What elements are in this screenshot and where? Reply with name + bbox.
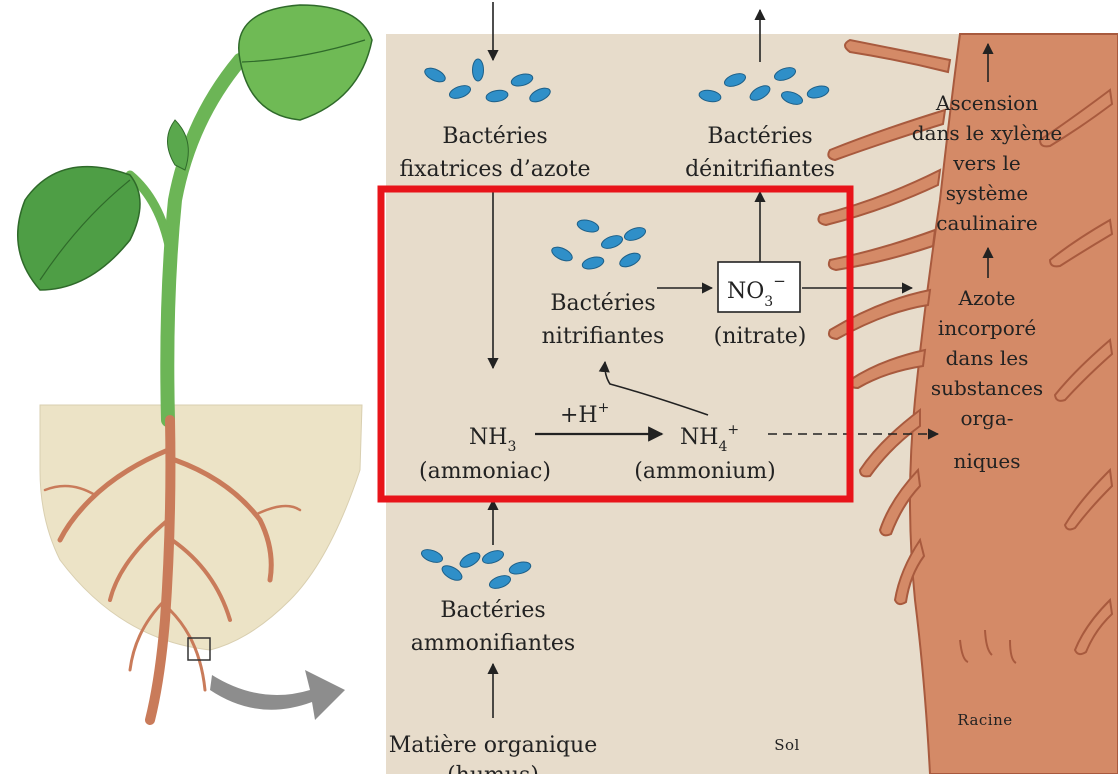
nitrifying-label-line1: Bactéries xyxy=(550,291,655,316)
plant-stem xyxy=(167,60,240,420)
zoom-arrow xyxy=(210,670,345,720)
denitrifying-label-line2: dénitrifiantes xyxy=(685,157,835,182)
ascension-line3: vers le xyxy=(952,151,1021,175)
organic-label-line1: Matière organique xyxy=(389,733,598,758)
incorp-line6: niques xyxy=(953,449,1020,473)
ascension-line2: dans le xylème xyxy=(912,121,1062,145)
ascension-line1: Ascension xyxy=(935,91,1038,115)
organic-label-line2: (humus) xyxy=(447,763,539,774)
denitrifying-label-line1: Bactéries xyxy=(707,124,812,149)
incorp-line5: orga- xyxy=(960,406,1013,430)
incorp-line2: incorporé xyxy=(938,316,1036,340)
soil-label: Sol xyxy=(774,736,800,754)
soil-block xyxy=(40,405,362,650)
ammonium-name: (ammonium) xyxy=(634,459,776,484)
nitrifying-label-line2: nitrifiantes xyxy=(542,324,665,349)
incorp-line3: dans les xyxy=(946,346,1029,370)
ammonifying-label-line1: Bactéries xyxy=(440,598,545,623)
fixing-label-line1: Bactéries xyxy=(442,124,547,149)
leaf-top xyxy=(239,5,372,120)
root-label: Racine xyxy=(957,711,1012,729)
plant-illustration xyxy=(18,5,372,720)
incorp-line1: Azote xyxy=(958,286,1016,310)
leaf-small xyxy=(168,120,189,170)
ammonia-name: (ammoniac) xyxy=(419,459,551,484)
nitrate-name: (nitrate) xyxy=(714,324,807,349)
incorp-line4: substances xyxy=(931,376,1043,400)
ammonifying-label-line2: ammonifiantes xyxy=(411,631,575,656)
fixing-label-line2: fixatrices d’azote xyxy=(399,157,590,182)
ascension-line4: système xyxy=(946,181,1029,205)
ascension-line5: caulinaire xyxy=(936,211,1037,235)
